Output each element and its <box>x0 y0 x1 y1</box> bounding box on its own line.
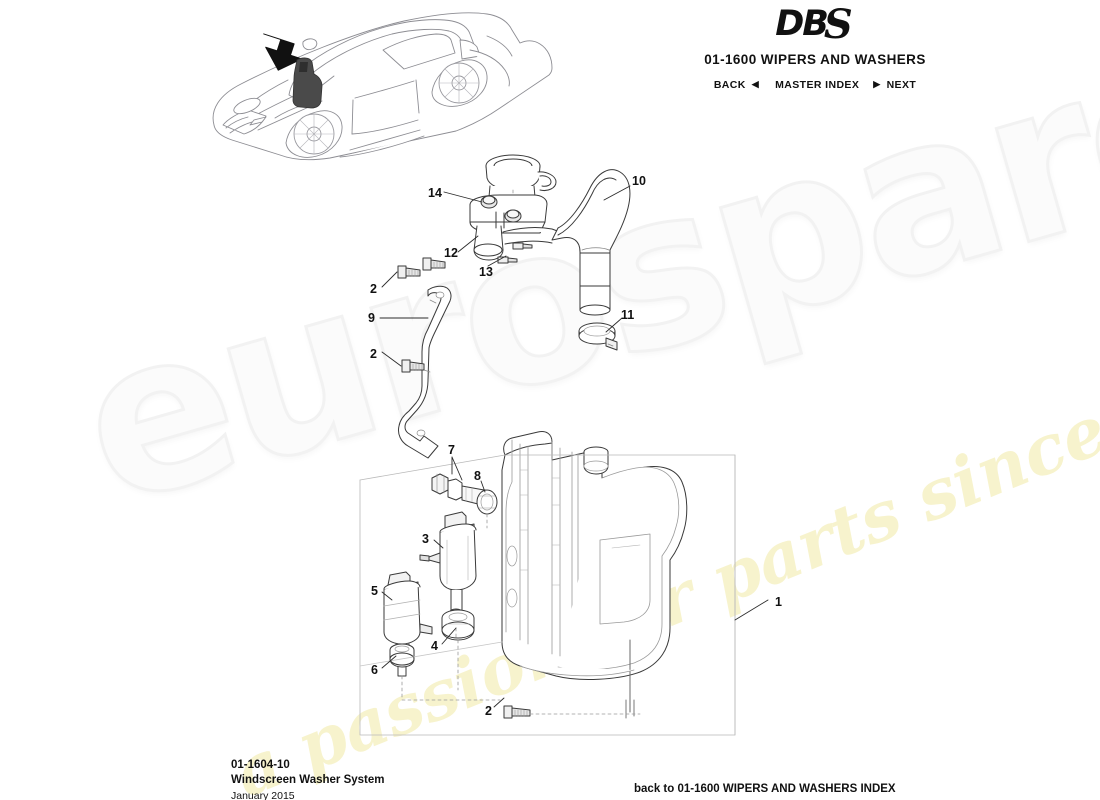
footer-section-title: Windscreen Washer System <box>231 774 385 786</box>
bolt-2d <box>503 705 531 719</box>
callout-14: 14 <box>428 186 442 200</box>
callout-13: 13 <box>479 265 493 279</box>
callout-11: 11 <box>621 308 635 322</box>
screw-13a <box>512 242 533 250</box>
footer-left: 01-1604-10 Windscreen Washer System Janu… <box>231 758 385 800</box>
callout-5: 5 <box>371 584 378 598</box>
location-arrow-icon <box>263 33 303 71</box>
assembly-guide-box <box>359 454 736 736</box>
callout-1: 1 <box>775 595 782 609</box>
nav-next-button[interactable]: NEXT <box>886 79 917 91</box>
callout-3: 3 <box>422 532 429 546</box>
bolt-2a <box>397 265 421 279</box>
callout-9: 9 <box>368 311 375 325</box>
screw-13b <box>497 256 518 264</box>
footer-date: January 2015 <box>231 790 295 800</box>
vehicle-illustration <box>212 7 553 161</box>
nav-master-index-button[interactable]: MASTER INDEX <box>775 79 860 91</box>
page-header: DBS 01-1600 WIPERS AND WASHERS BACK ◀ MA… <box>660 0 1100 92</box>
callout-10: 10 <box>632 174 646 188</box>
callout-6: 6 <box>371 663 378 677</box>
washer-location-marker <box>292 57 323 109</box>
callout-2a: 2 <box>370 282 377 296</box>
footer-section-code: 01-1604-10 <box>231 759 290 771</box>
leader-lines <box>379 185 769 708</box>
nav-back-button[interactable]: BACK <box>713 79 746 91</box>
bolt-2c <box>401 359 425 373</box>
sensor-seal <box>476 489 498 515</box>
dbs-logo-script: S <box>823 1 853 48</box>
header-navigation: BACK ◀ MASTER INDEX ▶ NEXT <box>660 79 1100 91</box>
callout-8: 8 <box>474 469 481 483</box>
dbs-logo-main: DB <box>775 4 829 44</box>
filler-hose <box>551 169 631 316</box>
callout-2c: 2 <box>485 704 492 718</box>
dbs-logo: DBS <box>660 2 1100 45</box>
bolt-2b <box>422 257 446 271</box>
callout-2b: 2 <box>370 347 377 361</box>
back-arrow-icon[interactable]: ◀ <box>751 78 760 89</box>
filler-cap-assembly <box>469 154 561 264</box>
assembly-dashed-lines <box>401 189 641 715</box>
washer-reservoir-tank <box>501 431 688 719</box>
washer-pump-3 <box>419 511 477 629</box>
callout-7: 7 <box>448 443 455 457</box>
footer-back-index-link[interactable]: back to 01-1600 WIPERS AND WASHERS INDEX <box>634 783 896 795</box>
callout-12: 12 <box>444 246 458 260</box>
next-arrow-icon[interactable]: ▶ <box>873 78 881 89</box>
callout-4: 4 <box>431 639 438 653</box>
pump-grommet-4 <box>441 609 475 641</box>
section-title: 01-1600 WIPERS AND WASHERS <box>704 52 926 67</box>
mounting-bracket <box>397 257 452 459</box>
